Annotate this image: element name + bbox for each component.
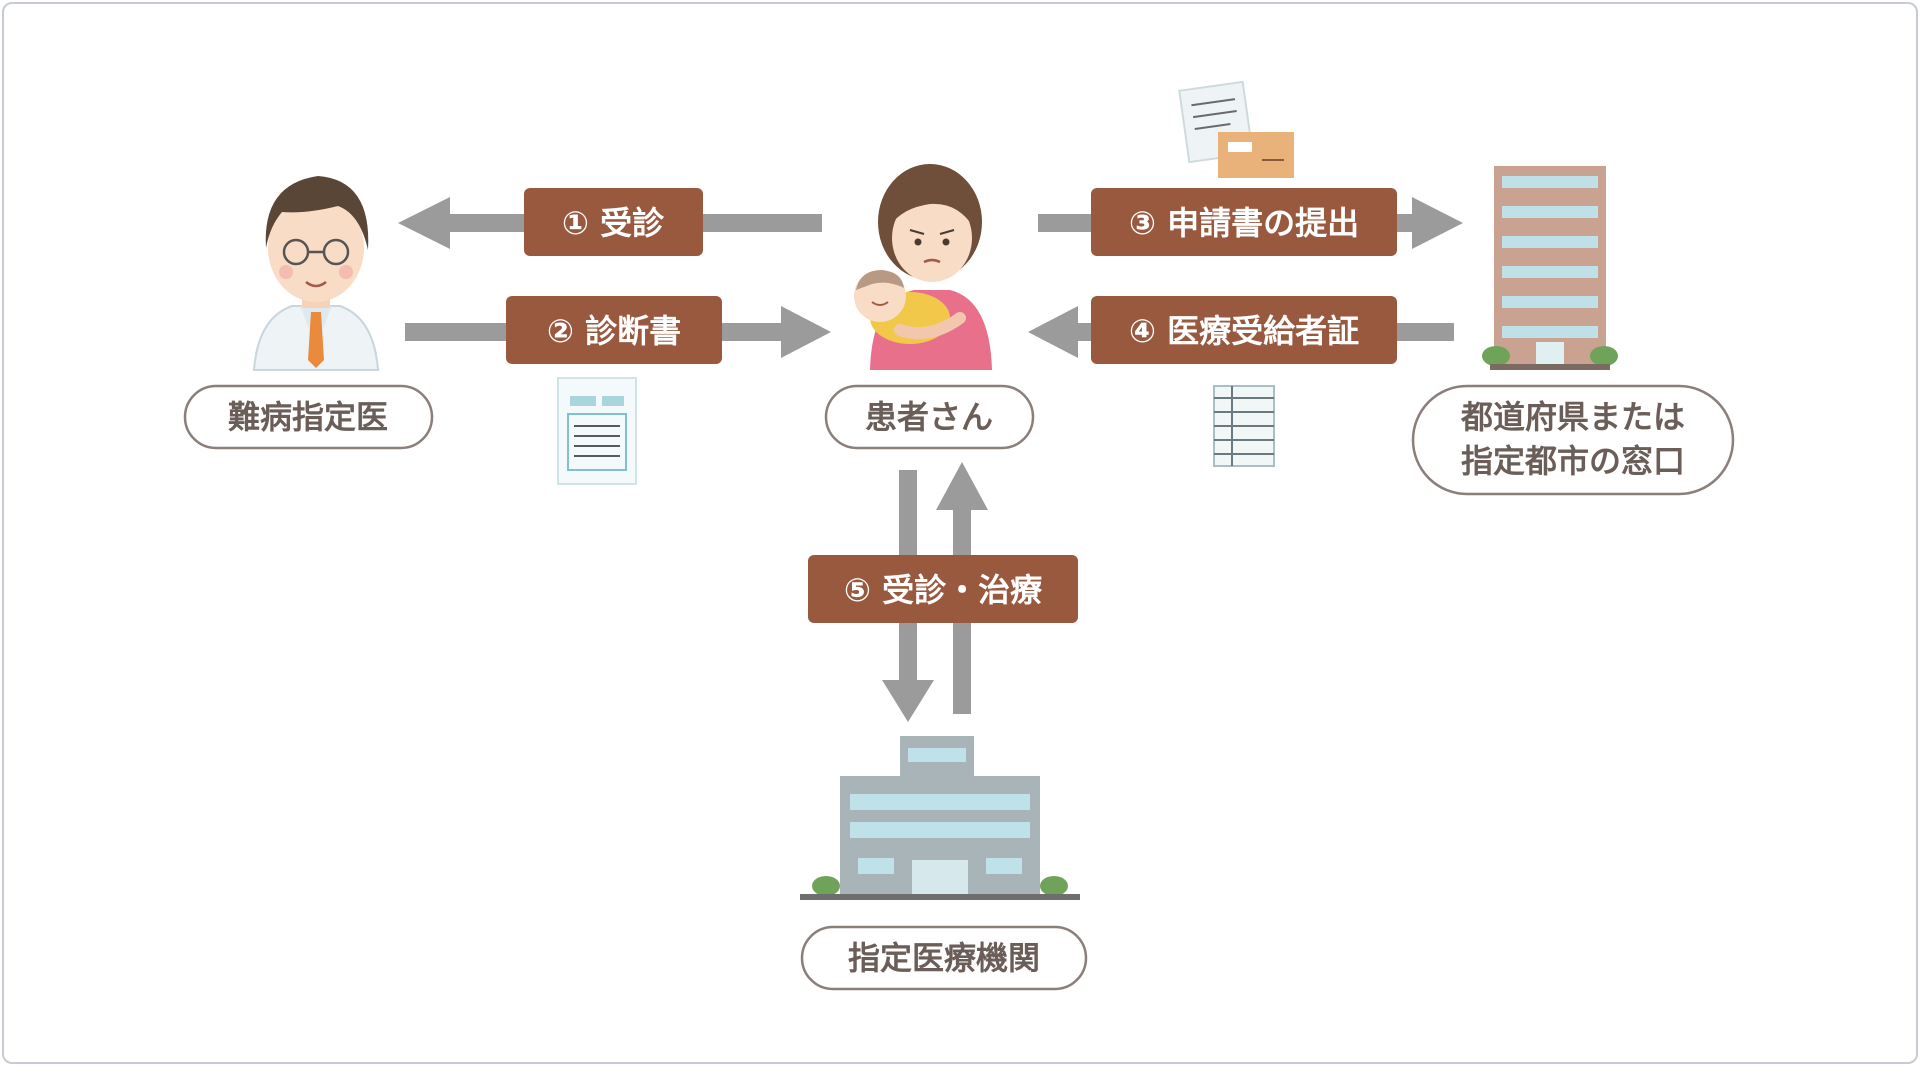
svg-text:① 受診: ① 受診 [562,204,665,242]
node-label-office: 都道府県または 指定都市の窓口 [1411,384,1735,496]
svg-text:③ 申請書の提出: ③ 申請書の提出 [1129,204,1359,242]
svg-text:指定都市の窓口: 指定都市の窓口 [1461,442,1685,480]
step-badge-4: ④ 医療受給者証 [1091,296,1397,364]
svg-text:② 診断書: ② 診断書 [547,312,681,350]
doctor-icon [252,176,380,371]
node-label-patient: 患者さん [824,384,1035,450]
svg-text:難病指定医: 難病指定医 [228,398,388,436]
office-building-icon [1482,166,1618,370]
svg-text:指定医療機関: 指定医療機関 [848,939,1040,977]
step-badge-5: ⑤ 受診・治療 [808,555,1078,623]
step-badge-3: ③ 申請書の提出 [1091,188,1397,256]
node-label-doctor: 難病指定医 [183,384,434,450]
hospital-building-icon [800,736,1080,900]
svg-text:都道府県または: 都道府県または [1460,398,1685,436]
svg-text:患者さん: 患者さん [865,398,993,436]
step-badge-1: ① 受診 [524,188,703,256]
application-form-icon [1178,80,1294,178]
step-badge-2: ② 診断書 [506,296,722,364]
svg-text:④ 医療受給者証: ④ 医療受給者証 [1129,312,1359,350]
svg-text:⑤ 受診・治療: ⑤ 受診・治療 [844,571,1043,609]
recipient-certificate-icon [1213,385,1275,467]
medical-certificate-icon [557,377,637,485]
node-label-hospital: 指定医療機関 [800,925,1088,991]
mother-with-baby-icon [854,164,992,370]
